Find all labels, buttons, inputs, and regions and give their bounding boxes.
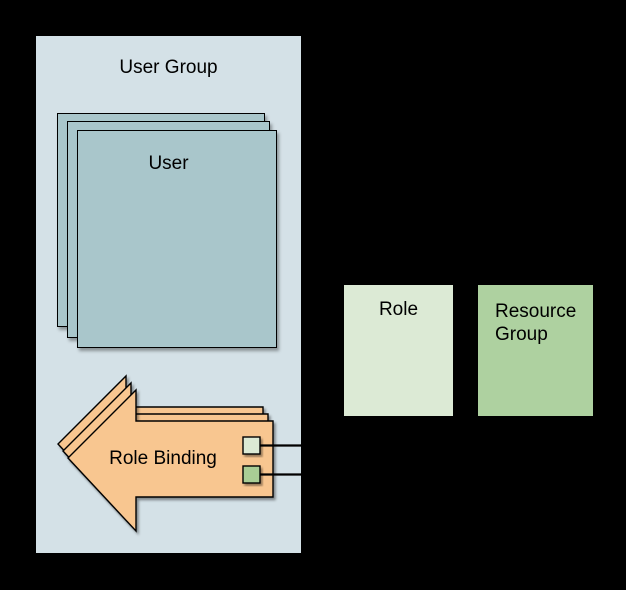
user-group-label: User Group: [119, 57, 218, 78]
role-port-square: [242, 436, 261, 455]
resource-group-label: Resource Group: [495, 301, 577, 345]
role-binding-arrow-front: [67, 388, 274, 533]
user-label: User: [148, 153, 189, 174]
role-binding-label: Role Binding: [109, 448, 217, 469]
user-stack-layer-front: [77, 130, 277, 348]
role-label: Role: [378, 299, 419, 320]
resource-port-square: [242, 465, 261, 484]
resource-group-box: Resource Group: [478, 285, 593, 416]
role-box: Role: [344, 285, 453, 416]
